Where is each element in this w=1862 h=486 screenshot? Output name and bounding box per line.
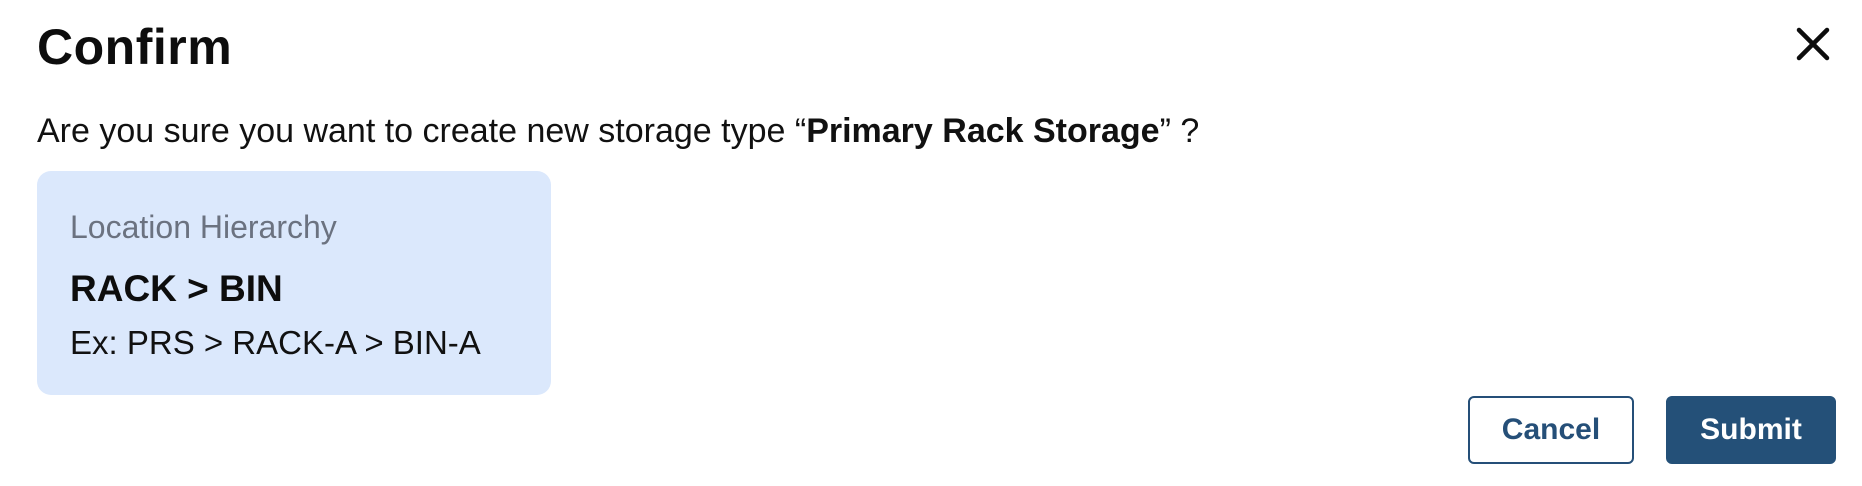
message-suffix: ” ? bbox=[1159, 112, 1200, 150]
close-button[interactable] bbox=[1789, 20, 1837, 68]
dialog-title: Confirm bbox=[37, 19, 233, 75]
hierarchy-example: Ex: PRS > RACK-A > BIN-A bbox=[70, 324, 481, 361]
storage-type-name: Primary Rack Storage bbox=[806, 112, 1160, 150]
location-hierarchy-card: Location Hierarchy RACK > BIN Ex: PRS > … bbox=[37, 171, 551, 395]
hierarchy-levels: RACK > BIN bbox=[70, 268, 283, 309]
submit-button[interactable]: Submit bbox=[1666, 396, 1836, 464]
message-prefix: Are you sure you want to create new stor… bbox=[37, 112, 807, 150]
cancel-button[interactable]: Cancel bbox=[1468, 396, 1634, 464]
close-icon bbox=[1796, 27, 1830, 61]
confirmation-message: Are you sure you want to create new stor… bbox=[37, 108, 1199, 154]
card-heading: Location Hierarchy bbox=[70, 209, 337, 245]
